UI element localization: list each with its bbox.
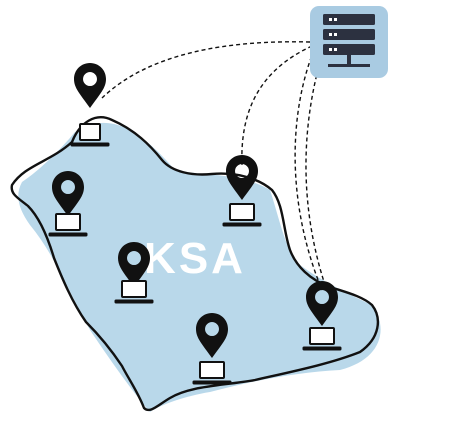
connection-line-south-east-inner bbox=[305, 54, 327, 289]
laptop-icon bbox=[48, 213, 88, 237]
location-marker-south-east bbox=[302, 281, 342, 351]
location-marker-west bbox=[48, 171, 88, 237]
connection-line-east bbox=[241, 45, 313, 166]
location-marker-north-west bbox=[70, 63, 110, 147]
region-label: KSA bbox=[144, 234, 246, 283]
connections bbox=[101, 41, 327, 291]
map-pin-icon bbox=[74, 63, 106, 108]
map-pin-icon bbox=[306, 281, 338, 326]
laptop-icon bbox=[70, 123, 110, 147]
land-fill bbox=[18, 122, 381, 412]
map-pin-icon bbox=[52, 171, 84, 216]
laptop-icon bbox=[114, 280, 154, 304]
laptop-icon bbox=[302, 327, 342, 351]
location-marker-south-west bbox=[192, 313, 232, 385]
location-marker-central bbox=[114, 242, 154, 304]
map-pin-icon bbox=[226, 155, 258, 200]
location-marker-east bbox=[222, 155, 262, 227]
server-rack-icon bbox=[323, 14, 375, 67]
laptop-icon bbox=[192, 361, 232, 385]
laptop-icon bbox=[222, 203, 262, 227]
map-pin-icon bbox=[118, 242, 150, 287]
connection-line-south-east-outer bbox=[294, 49, 323, 291]
connection-line-north-west bbox=[101, 41, 311, 99]
map-pin-icon bbox=[196, 313, 228, 358]
country-outline bbox=[10, 116, 380, 412]
server-node bbox=[310, 6, 388, 78]
